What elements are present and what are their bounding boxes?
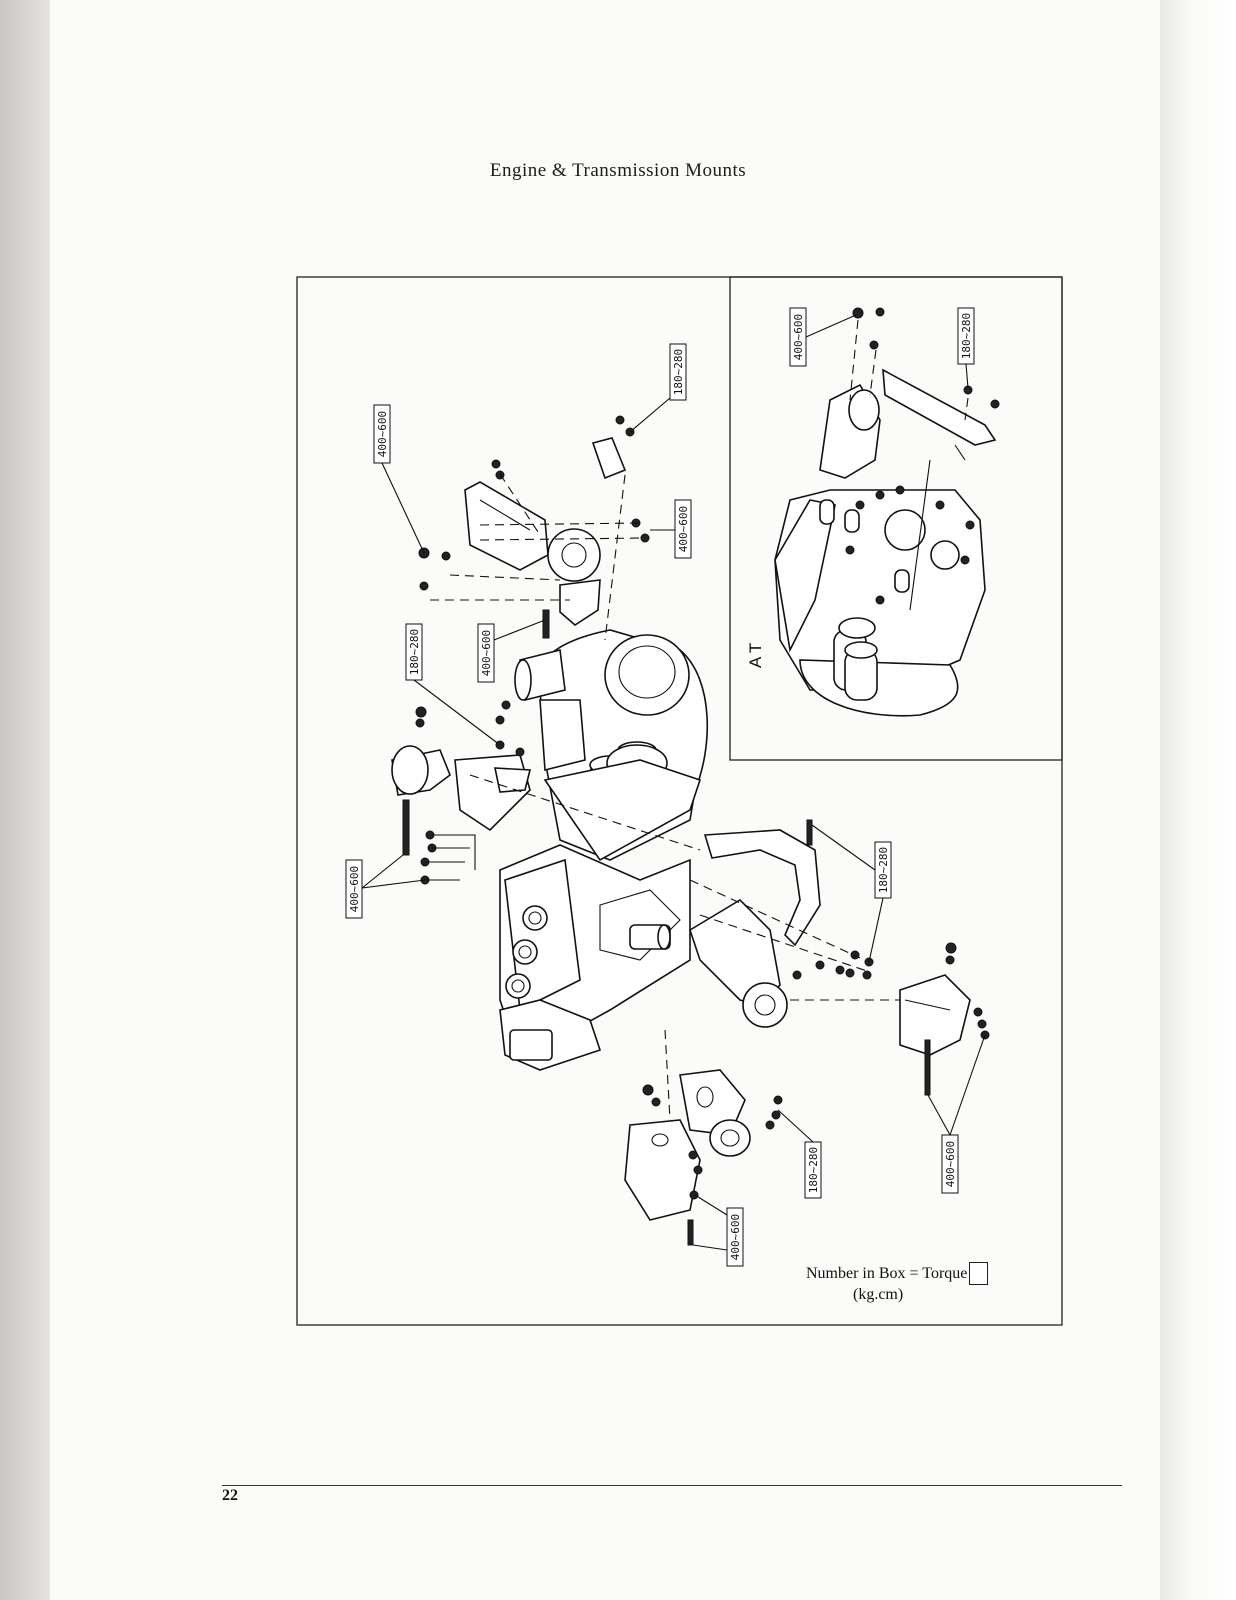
legend-box-symbol xyxy=(969,1262,989,1285)
torque-label-box: 180~280 xyxy=(777,1109,822,1199)
torque-legend: Number in Box = Torque (kg.cm) xyxy=(806,1262,1030,1304)
torque-label-box: 400~600 xyxy=(927,1034,986,1194)
torque-label-box: 180~280 xyxy=(811,824,892,963)
torque-label-box: 180~280 xyxy=(405,623,501,746)
torque-label: 180~280 xyxy=(960,313,973,359)
page-title: Engine & Transmission Mounts xyxy=(489,160,747,181)
upper-rear-mount xyxy=(418,415,650,641)
torque-label-box: 180~280 xyxy=(629,343,687,433)
page-shadow xyxy=(1160,0,1236,1600)
diagram-frame xyxy=(296,276,1063,1326)
torque-label: 400~600 xyxy=(677,506,690,552)
torque-label: 400~600 xyxy=(480,630,493,676)
torque-label: 400~600 xyxy=(792,314,805,360)
legend-text: Number in Box = Torque xyxy=(806,1265,968,1282)
torque-label-box: 400~600 xyxy=(477,619,546,683)
torque-label-box: 400~600 xyxy=(345,854,426,919)
torque-label: 180~280 xyxy=(672,349,685,395)
torque-label: 400~600 xyxy=(729,1214,742,1260)
torque-label: 400~600 xyxy=(348,866,361,912)
lower-center-mount xyxy=(624,1029,783,1246)
torque-label: 180~280 xyxy=(877,847,890,893)
inset-label-at: A T xyxy=(746,643,765,668)
legend-unit: (kg.cm) xyxy=(853,1286,904,1303)
right-rear-mount xyxy=(790,942,990,1096)
torque-label: 180~280 xyxy=(408,629,421,675)
torque-label-box: 180~280 xyxy=(957,307,975,389)
torque-label: 400~600 xyxy=(944,1141,957,1187)
automatic-transmission-assembly xyxy=(774,307,1000,717)
torque-label-box: 400~600 xyxy=(650,499,692,559)
torque-label: 400~600 xyxy=(376,411,389,457)
torque-label: 180~280 xyxy=(807,1147,820,1193)
inset-frame-at xyxy=(729,276,1063,761)
engine-transmission-assembly xyxy=(499,629,709,1071)
torque-label-box: 400~600 xyxy=(789,307,857,367)
torque-label-box: 400~600 xyxy=(692,1194,744,1267)
footer-rule xyxy=(222,1485,1122,1486)
torque-label-box: 400~600 xyxy=(373,404,425,554)
right-crossmember xyxy=(689,819,874,1028)
page-binding-edge xyxy=(0,0,52,1600)
page-number: 22 xyxy=(222,1487,238,1504)
